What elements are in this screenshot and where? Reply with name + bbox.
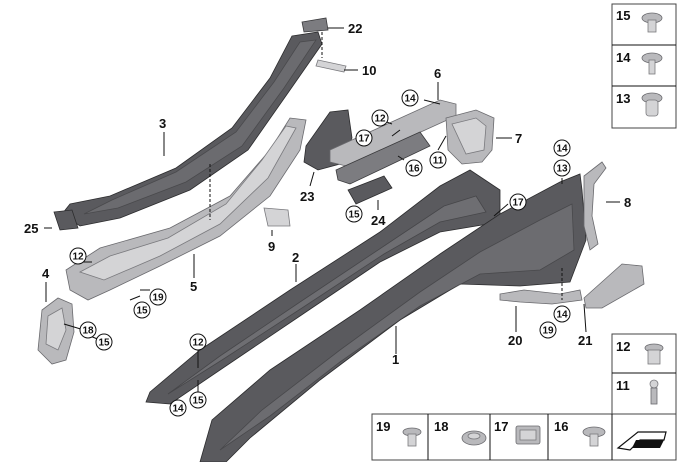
part-4-side-bracket bbox=[37, 297, 75, 365]
fastener-14-icon bbox=[641, 52, 663, 75]
circled-callout-14: 14 bbox=[553, 305, 571, 323]
svg-text:19: 19 bbox=[542, 326, 554, 337]
circled-callout-19: 19 bbox=[149, 288, 167, 306]
svg-text:14: 14 bbox=[556, 310, 568, 321]
part-7-block-bracket bbox=[445, 109, 495, 165]
fastener-11-icon bbox=[649, 379, 659, 405]
part-24-block bbox=[347, 175, 393, 205]
part-8-end-trim bbox=[583, 161, 607, 251]
svg-text:16: 16 bbox=[408, 164, 420, 175]
svg-text:13: 13 bbox=[556, 164, 568, 175]
callout-6: 6 bbox=[434, 66, 441, 81]
part-22-clip bbox=[301, 17, 329, 33]
svg-text:14: 14 bbox=[556, 144, 568, 155]
callout-2: 2 bbox=[292, 250, 299, 265]
legend-17: 17 bbox=[494, 419, 508, 434]
svg-text:12: 12 bbox=[374, 114, 386, 125]
circled-callout-16: 16 bbox=[405, 159, 423, 177]
part-10-pin bbox=[315, 59, 347, 73]
leader-lines bbox=[44, 27, 620, 405]
callout-10: 10 bbox=[362, 63, 376, 78]
part-9-flap bbox=[263, 207, 291, 227]
circled-callout-15: 15 bbox=[345, 205, 363, 223]
legend-12: 12 bbox=[616, 339, 630, 354]
fastener-19-icon bbox=[402, 427, 422, 447]
part-25-end-cap bbox=[53, 209, 79, 231]
svg-text:17: 17 bbox=[512, 198, 524, 209]
legend-11: 11 bbox=[616, 378, 630, 393]
part-6-reinforcement bbox=[329, 99, 457, 185]
part-3-trim-strip bbox=[61, 31, 323, 227]
circled-callout-14: 14 bbox=[401, 89, 419, 107]
svg-text:17: 17 bbox=[358, 134, 370, 145]
legend-14: 14 bbox=[616, 50, 631, 65]
fastener-legend-bottom: 19 18 17 16 bbox=[371, 413, 677, 461]
callout-25: 25 bbox=[24, 221, 38, 236]
circled-callouts: 12 19 15 18 15 12 14 15 bbox=[69, 89, 571, 417]
circled-callout-15: 15 bbox=[133, 301, 151, 319]
legend-18: 18 bbox=[434, 419, 448, 434]
fastener-legend-right: 15 14 13 bbox=[611, 3, 677, 129]
svg-text:14: 14 bbox=[172, 404, 184, 415]
circled-callout-15: 15 bbox=[95, 333, 113, 351]
circled-callout-17: 17 bbox=[355, 129, 373, 147]
circled-callout-14: 14 bbox=[169, 399, 187, 417]
callout-22: 22 bbox=[348, 21, 362, 36]
fastener-18-icon bbox=[461, 430, 487, 446]
callout-7: 7 bbox=[515, 131, 522, 146]
part-20-bracket bbox=[499, 289, 583, 305]
svg-text:15: 15 bbox=[98, 338, 110, 349]
fastener-16-icon bbox=[582, 426, 606, 447]
circled-callout-12: 12 bbox=[189, 333, 207, 351]
fastener-legend-right-lower: 12 11 bbox=[611, 333, 677, 415]
callout-21: 21 bbox=[578, 333, 592, 348]
svg-text:19: 19 bbox=[152, 293, 164, 304]
circled-callout-15: 15 bbox=[189, 391, 207, 409]
part-21-panel bbox=[583, 263, 645, 309]
callout-labels: 22 10 3 25 4 5 9 2 23 6 7 24 8 20 21 1 bbox=[24, 21, 631, 367]
circled-callout-17: 17 bbox=[509, 193, 527, 211]
legend-13: 13 bbox=[616, 91, 630, 106]
svg-text:12: 12 bbox=[72, 252, 84, 263]
fastener-17-icon bbox=[515, 425, 541, 445]
circled-callout-19: 19 bbox=[539, 321, 557, 339]
svg-text:18: 18 bbox=[82, 326, 94, 337]
callout-1: 1 bbox=[392, 352, 399, 367]
circled-callout-18: 18 bbox=[79, 321, 97, 339]
callout-9: 9 bbox=[268, 239, 275, 254]
callout-3: 3 bbox=[159, 116, 166, 131]
fastener-12-icon bbox=[644, 343, 664, 365]
callout-20: 20 bbox=[508, 333, 522, 348]
legend-16: 16 bbox=[554, 419, 568, 434]
legend-19: 19 bbox=[376, 419, 390, 434]
callout-23: 23 bbox=[300, 189, 314, 204]
svg-text:15: 15 bbox=[192, 396, 204, 407]
callout-4: 4 bbox=[42, 266, 50, 281]
svg-text:11: 11 bbox=[433, 156, 444, 167]
circled-callout-12: 12 bbox=[69, 247, 87, 265]
circled-callout-11: 11 bbox=[429, 151, 447, 169]
callout-24: 24 bbox=[371, 213, 386, 228]
circled-callout-14: 14 bbox=[553, 139, 571, 157]
svg-text:14: 14 bbox=[404, 94, 416, 105]
legend-15: 15 bbox=[616, 8, 630, 23]
svg-text:12: 12 bbox=[192, 338, 204, 349]
part-5-bracket-rail bbox=[65, 117, 307, 301]
direction-arrow-icon bbox=[616, 431, 667, 451]
circled-callout-12: 12 bbox=[371, 109, 389, 127]
svg-text:15: 15 bbox=[136, 306, 148, 317]
callout-8: 8 bbox=[624, 195, 631, 210]
circled-callout-13: 13 bbox=[553, 159, 571, 177]
fastener-13-icon bbox=[641, 92, 663, 117]
fastener-15-icon bbox=[641, 12, 663, 33]
callout-5: 5 bbox=[190, 279, 197, 294]
svg-text:15: 15 bbox=[348, 210, 360, 221]
